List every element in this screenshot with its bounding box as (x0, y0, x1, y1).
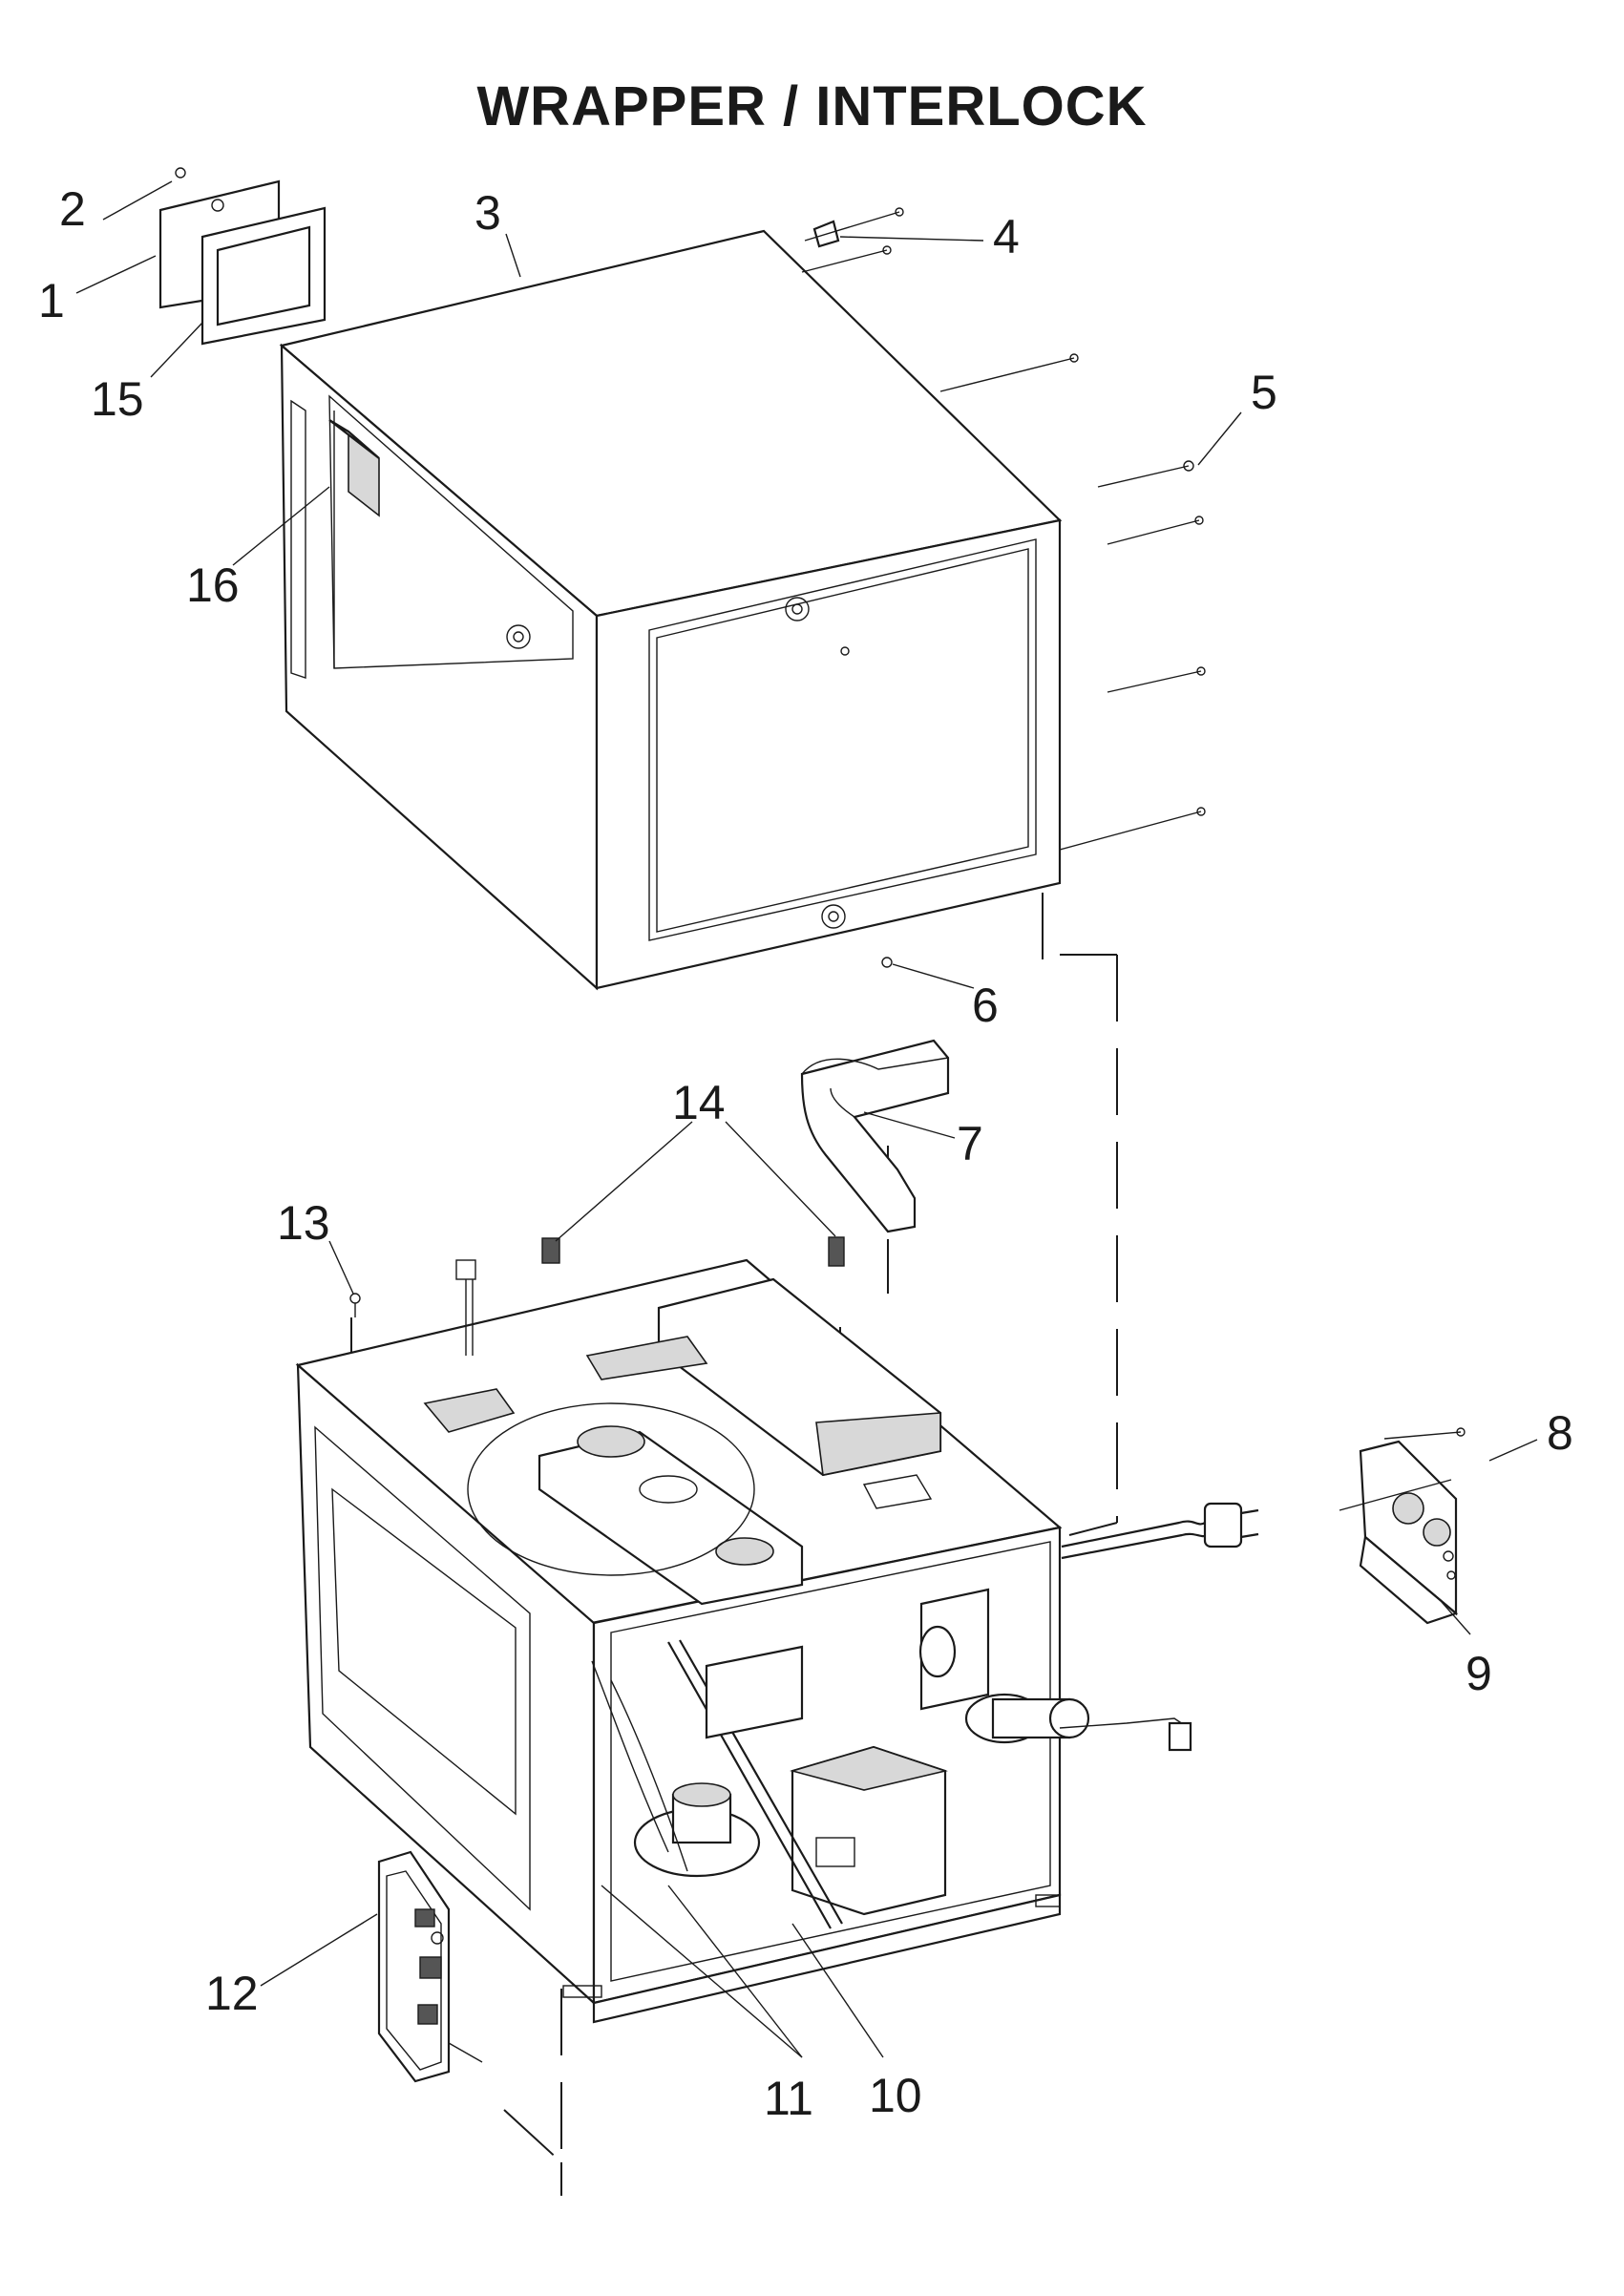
callout-10: 10 (869, 2069, 922, 2122)
callout-12: 12 (205, 1967, 259, 2020)
callout-13: 13 (277, 1196, 330, 1250)
screw-2-part (175, 167, 186, 179)
callout-4: 4 (993, 210, 1020, 263)
callout-16: 16 (186, 558, 240, 612)
callout-2: 2 (59, 182, 86, 236)
callout-5: 5 (1251, 366, 1277, 419)
wrapper-cabinet-part (279, 229, 1063, 991)
callout-8: 8 (1547, 1406, 1573, 1460)
bracket-4-part (801, 207, 904, 273)
callout-1: 1 (38, 274, 65, 327)
gasket-frame-part (200, 206, 327, 346)
callout-7: 7 (957, 1117, 983, 1170)
callout-9: 9 (1466, 1647, 1492, 1700)
clip-14-right-part (828, 1236, 845, 1267)
power-cord-part (1061, 1502, 1259, 1560)
side-screws-5-part (939, 353, 1206, 851)
callout-11: 11 (764, 2072, 813, 2125)
fan-motor-part (633, 1782, 761, 1878)
page-title: WRAPPER / INTERLOCK (476, 75, 1148, 137)
transformer-part (790, 1745, 948, 1916)
oven-chassis-part (295, 1258, 1192, 2024)
callout-6: 6 (972, 979, 999, 1032)
callout-3: 3 (475, 186, 501, 240)
callout-14: 14 (672, 1076, 726, 1129)
callout-15: 15 (91, 372, 144, 426)
foam-pad-part (800, 1039, 950, 1233)
capacitor-part (964, 1693, 1090, 1744)
cord-bracket-part (1339, 1427, 1466, 1625)
screw-13-part (349, 1293, 361, 1317)
clip-14-left-part (541, 1237, 560, 1264)
interlock-switch-part (377, 1850, 483, 2083)
screw-6-part (881, 957, 893, 968)
